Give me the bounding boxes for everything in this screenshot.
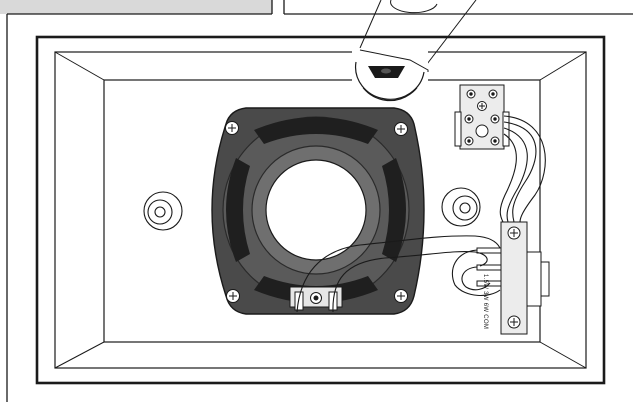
screw-bottom-left [226,289,240,303]
screw-top-right [394,122,408,136]
terminal-block [454,84,510,150]
header-band [0,0,272,14]
right-standoff [441,187,481,227]
woofer-center [265,159,367,261]
transformer-tap-label: 1.5W 3W 6W COM [482,274,488,330]
magnified-detail [352,0,477,102]
woofer-vent-left [226,158,250,262]
woofer-screws [225,121,408,303]
wiring [296,115,546,313]
screw-top-left [225,121,239,135]
woofer-vent-right [382,158,406,262]
page-frame [6,0,633,402]
screw-bottom-right [394,289,408,303]
speaker-enclosure [35,35,606,385]
woofer [211,107,425,315]
woofer-vent-top [254,117,378,144]
left-standoff [143,191,183,231]
